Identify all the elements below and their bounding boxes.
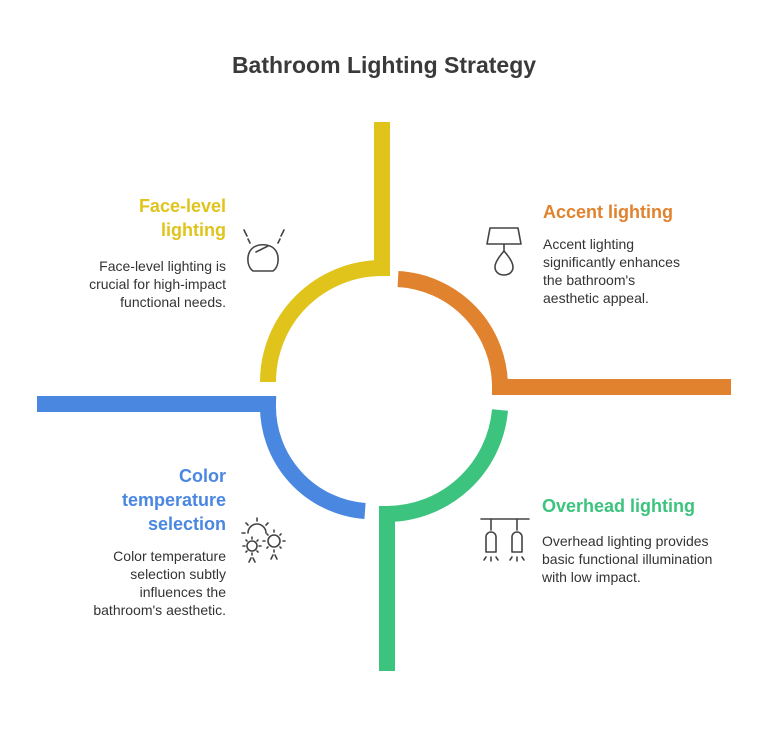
face-level-arc <box>260 122 390 383</box>
color-temp-description: Color temperature selection subtly influ… <box>93 548 226 618</box>
page-title: Bathroom Lighting Strategy <box>231 52 537 78</box>
sun-cloud-icon <box>241 517 286 563</box>
pendant-lamp-icon <box>486 227 522 276</box>
accent-arc <box>397 271 731 395</box>
overhead-arc <box>379 409 508 671</box>
color-temp-heading: Color temperature selection <box>121 466 226 534</box>
accent-heading: Accent lighting <box>543 202 673 222</box>
face-level-description: Face-level lighting is crucial for high-… <box>89 258 226 310</box>
overhead-description: Overhead lighting provides basic functio… <box>542 533 713 585</box>
face-level-heading: Face-level lighting <box>138 196 226 240</box>
color-temp-arc <box>37 396 366 519</box>
face-light-icon <box>243 229 285 272</box>
ceiling-lights-icon <box>480 518 530 562</box>
overhead-heading: Overhead lighting <box>542 496 696 516</box>
accent-description: Accent lighting significantly enhances t… <box>543 236 680 306</box>
